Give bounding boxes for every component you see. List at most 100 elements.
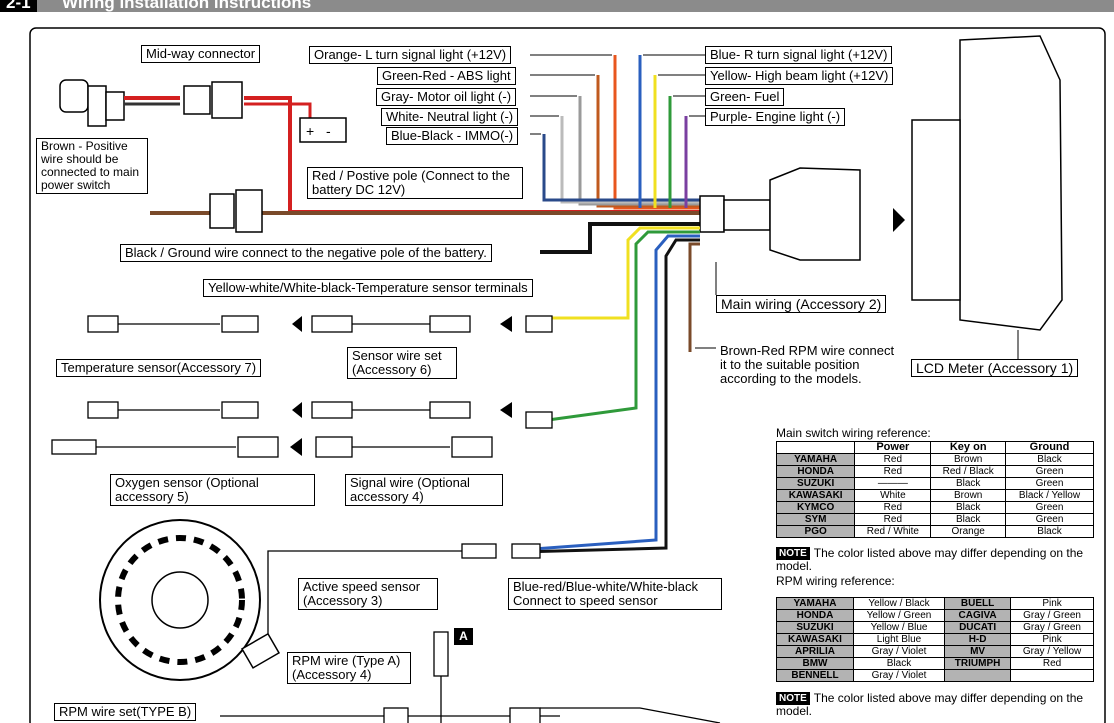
green-sensor-wire xyxy=(547,230,700,422)
note-1-tag: NOTE xyxy=(776,547,810,560)
main-switch-cell: Brown xyxy=(930,489,1007,502)
main-switch-header-1: Power xyxy=(854,441,932,454)
lcd-meter-label: LCD Meter (Accessory 1) xyxy=(911,359,1079,377)
rpm-ref-cell: Gray / Yellow xyxy=(1010,645,1094,658)
note-2-tag: NOTE xyxy=(776,692,810,705)
rpm-ref-cell: MV xyxy=(944,645,1012,658)
battery-icon: + - xyxy=(299,117,347,143)
main-switch-cell: Black / Yellow xyxy=(1005,489,1094,502)
rpm-ref-cell: Red xyxy=(1010,657,1094,670)
orange-wire-label: Orange- L turn signal light (+12V) xyxy=(309,46,512,64)
gray-wire xyxy=(578,96,700,206)
rpm-ref-cell: Yellow / Green xyxy=(852,609,946,622)
main-switch-cell: KYMCO xyxy=(775,501,856,514)
red-pole-label: Red / Postive pole (Connect to the batte… xyxy=(307,167,523,199)
rpm-ref-cell: Gray / Green xyxy=(1010,609,1094,622)
main-switch-cell: Red xyxy=(854,453,932,466)
main-switch-cell: Black xyxy=(930,477,1007,490)
rpm-ref-cell: CAGIVA xyxy=(944,609,1012,622)
main-switch-cell: HONDA xyxy=(775,465,856,478)
green-wire-label: Green- Fuel xyxy=(705,88,785,106)
rpm-ref-cell: BUELL xyxy=(944,597,1012,610)
main-switch-header-3: Ground xyxy=(1005,441,1094,454)
brown-red-rpm-wire xyxy=(688,242,700,352)
main-switch-cell: Black xyxy=(1005,525,1094,538)
section-header: 2-1 Wiring installation instructions xyxy=(0,0,1114,12)
speed-wire-label: Blue-red/Blue-white/White-black Connect … xyxy=(508,578,722,610)
main-switch-title: Main switch wiring reference: xyxy=(776,426,931,440)
main-switch-cell: Green xyxy=(1005,465,1094,478)
main-switch-cell: Green xyxy=(1005,501,1094,514)
brown-connector-icon xyxy=(209,189,263,233)
rpm-ref-cell: BENNELL xyxy=(776,669,854,682)
yellow-wire-label: Yellow- High beam light (+12V) xyxy=(705,67,894,85)
rpm-ref-cell: YAMAHA xyxy=(776,597,854,610)
main-switch-cell: Black xyxy=(1005,453,1094,466)
purple-wire-label: Purple- Engine light (-) xyxy=(705,108,846,126)
section-number: 2-1 xyxy=(0,0,37,12)
white-wire-label: White- Neutral light (-) xyxy=(381,108,519,126)
green-red-wire-label: Green-Red - ABS light xyxy=(377,67,516,85)
main-switch-cell: SUZUKI xyxy=(775,477,856,490)
midway-connector-label: Mid-way connector xyxy=(141,45,261,63)
rpm-ref-cell: Gray / Violet xyxy=(852,669,946,682)
main-switch-cell: Brown xyxy=(930,453,1007,466)
main-switch-cell: KAWASAKI xyxy=(775,489,856,502)
rpm-ref-cell: TRIUMPH xyxy=(944,657,1012,670)
rpm-ref-cell: HONDA xyxy=(776,609,854,622)
main-wiring-label: Main wiring (Accessory 2) xyxy=(716,295,887,313)
note-1-text: The color listed above may differ depend… xyxy=(776,546,1084,573)
green-red-wire xyxy=(596,75,700,208)
rpm-ref-cell xyxy=(944,669,1012,682)
outer-frame xyxy=(29,27,1106,723)
main-switch-cell: Black xyxy=(930,501,1007,514)
blue-wire-label: Blue- R turn signal light (+12V) xyxy=(705,46,893,64)
temp-sensor-row2 xyxy=(87,401,553,429)
rpm-ref-cell: Yellow / Black xyxy=(852,597,946,610)
main-switch-cell: PGO xyxy=(775,525,856,538)
main-switch-cell: Green xyxy=(1005,477,1094,490)
rpm-ref-cell: Light Blue xyxy=(852,633,946,646)
rpm-ref-cell: KAWASAKI xyxy=(776,633,854,646)
yellow-white-wire xyxy=(548,226,700,320)
main-switch-cell: SYM xyxy=(775,513,856,526)
badge-a: A xyxy=(454,628,473,645)
temp-terminals-label: Yellow-white/White-black-Temperature sen… xyxy=(203,279,533,297)
rpm-ref-cell xyxy=(1010,669,1094,682)
black-ground-wire xyxy=(540,222,700,254)
main-switch-header-2: Key on xyxy=(930,441,1007,454)
midway-connector-icon xyxy=(183,81,243,119)
battery-lead xyxy=(244,102,312,118)
lcd-meter-icon xyxy=(911,35,1063,331)
rpm-ref-cell: Gray / Violet xyxy=(852,645,946,658)
signal-wire-label: Signal wire (Optional accessory 4) xyxy=(345,474,503,506)
main-harness-connector-icon xyxy=(699,167,861,261)
main-switch-cell: Black xyxy=(930,513,1007,526)
gray-wire-label: Gray- Motor oil light (-) xyxy=(376,88,517,106)
speed-sensor-connector xyxy=(267,543,541,640)
brown-red-rpm-label: Brown-Red RPM wire connect it to the sui… xyxy=(716,343,904,387)
main-switch-cell: ——— xyxy=(854,477,932,490)
svg-text:-: - xyxy=(326,123,331,139)
ignition-key-icon xyxy=(59,79,125,127)
rpm-ref-cell: SUZUKI xyxy=(776,621,854,634)
rpm-type-b-label: RPM wire set(TYPE B) xyxy=(54,703,197,721)
white-black-speed-wire xyxy=(519,238,700,554)
rpm-ref-cell: APRILIA xyxy=(776,645,854,658)
